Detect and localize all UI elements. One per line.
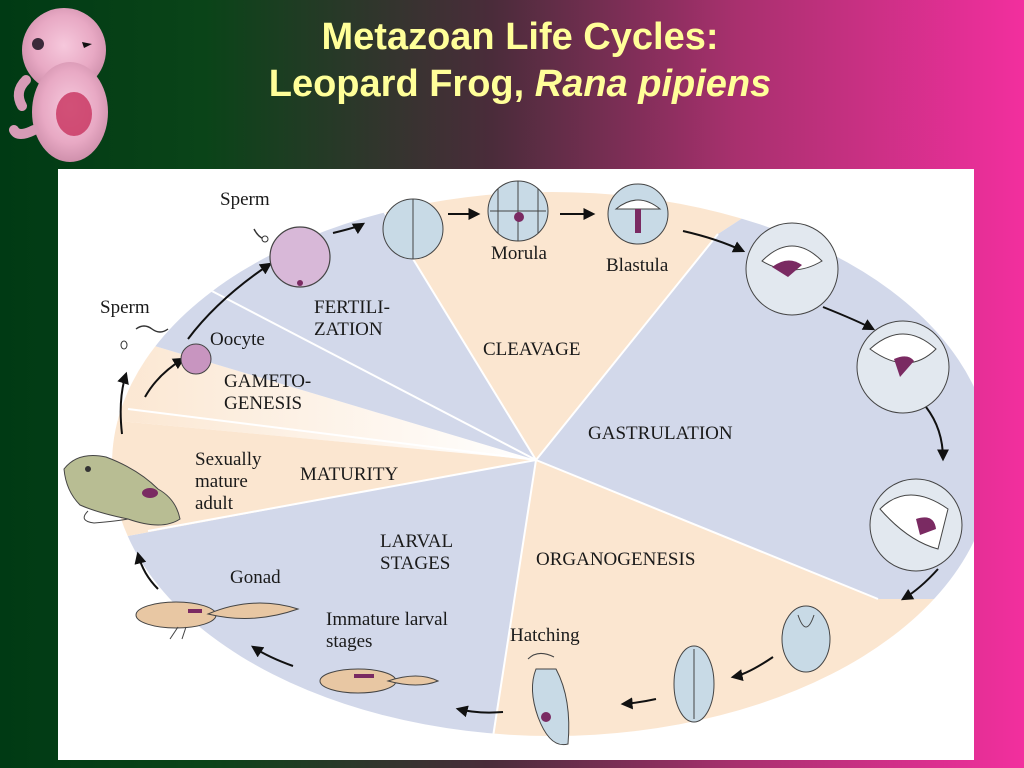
embryo-photo-image [9,8,108,162]
label-sexually-mature-adult: Sexually mature adult [195,449,262,514]
two-cell-embryo-icon [382,198,444,260]
stage-fertilization: FERTILI- ZATION [314,297,390,340]
neurula-2-icon [673,645,715,723]
adult-frog-icon [63,455,181,526]
label-oocyte: Oocyte [210,329,265,350]
label-blastula: Blastula [606,255,669,276]
neurula-1-icon [781,605,831,673]
stage-gastrulation: GASTRULATION [588,423,733,444]
stage-gametogenesis: GAMETO- GENESIS [224,371,312,414]
sperm-left-icon [135,325,169,333]
label-morula: Morula [491,243,547,264]
fertilized-egg-icon [269,226,331,288]
title-line-2: Leopard Frog, Rana pipiens [140,61,900,108]
title-line-1: Metazoan Life Cycles: [321,16,719,58]
title-species: Rana pipiens [534,63,772,105]
blastula-icon [607,183,669,245]
slide-title: Metazoan Life Cycles: Leopard Frog, Rana… [140,14,900,108]
oocyte-icon [180,343,212,375]
life-cycle-diagram: Sperm Sperm Oocyte Morula Blastula Sexua… [58,169,974,760]
label-gonad: Gonad [230,567,281,588]
gastrula-1-icon [745,222,839,316]
label-sperm-left: Sperm [100,297,150,318]
hatching-tadpole-icon [527,653,570,746]
early-tadpole-icon [319,668,440,694]
title-prefix: Leopard Frog, [268,63,535,105]
late-tadpole-icon [135,601,300,640]
label-immature-larval: Immature larval stages [326,609,448,652]
stage-cleavage: CLEAVAGE [483,339,581,360]
stage-maturity: MATURITY [300,464,399,485]
stage-organogenesis: ORGANOGENESIS [536,549,696,570]
life-cycle-wheel [63,180,974,746]
sector-cleavage [358,192,818,460]
label-hatching: Hatching [510,625,580,646]
label-sperm-top: Sperm [220,189,270,210]
morula-icon [487,180,549,242]
gastrula-3-icon [869,478,963,572]
stage-larval: LARVAL STAGES [380,531,454,574]
gastrula-2-icon [856,320,950,414]
